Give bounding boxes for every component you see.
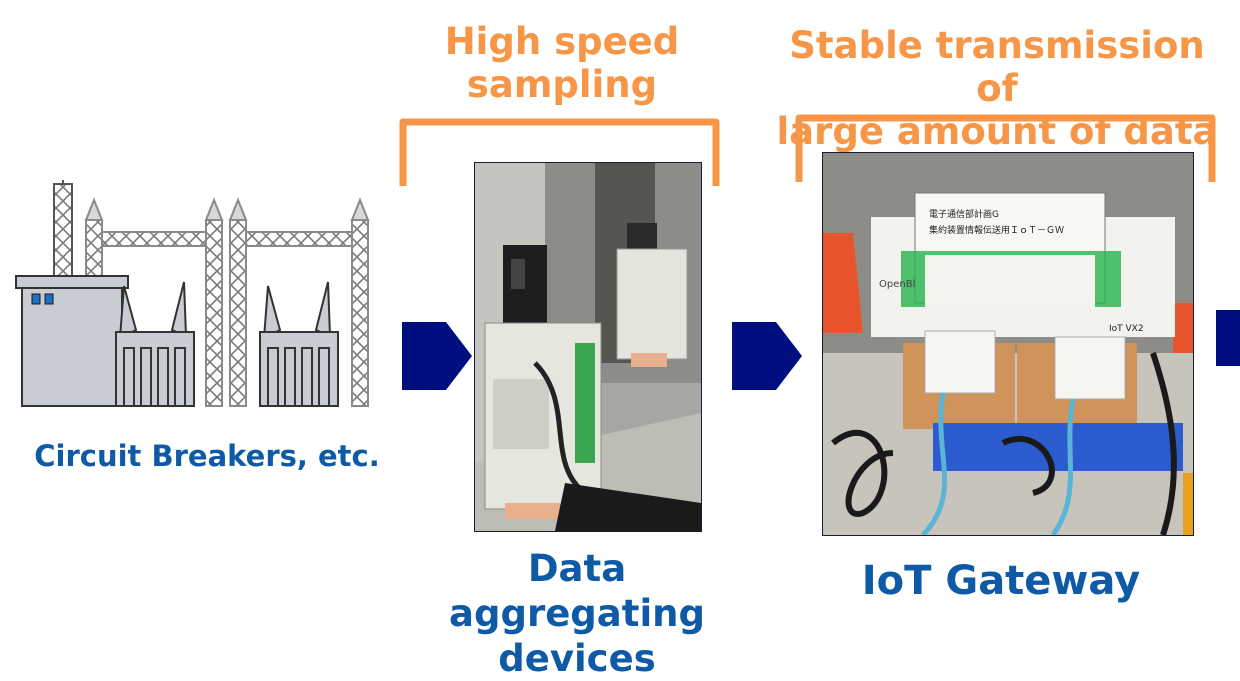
iot-gateway-label: IoT Gateway: [861, 558, 1141, 604]
substation-icon: [15, 180, 370, 407]
box-model-text: IoT VX2: [1109, 324, 1144, 334]
sign-line-2: 集約装置情報伝送用ＩｏＴ－ＧＷ: [929, 224, 1064, 236]
flow-arrow-1-icon: [402, 322, 472, 394]
substation-illustration: [14, 180, 384, 408]
flow-arrow-3-icon: [1216, 310, 1240, 370]
sign-line-1: 電子通信部計画G: [929, 208, 999, 220]
iot-gateway-photo: 電子通信部計画G 集約装置情報伝送用ＩｏＴ－ＧＷ OpenBl IoT VX2: [822, 152, 1194, 536]
data-aggregating-devices-photo: [474, 162, 702, 532]
bracket-label-line: sampling: [466, 63, 658, 106]
data-aggregating-devices-label: Data aggregating devices: [402, 546, 752, 681]
device-label-line: devices: [498, 637, 656, 680]
circuit-breakers-label: Circuit Breakers, etc.: [34, 439, 380, 473]
box-brand-text: OpenBl: [879, 279, 915, 290]
flow-arrow-2-icon: [732, 322, 802, 394]
transmission-bracket: [794, 112, 1218, 188]
bracket-label-line: High speed: [444, 20, 680, 63]
sampling-bracket: [398, 116, 722, 192]
high-speed-sampling-label: High speed sampling: [400, 20, 724, 106]
bracket-label-line: Stable transmission of: [789, 24, 1205, 110]
device-label-line: Data aggregating: [449, 547, 705, 635]
